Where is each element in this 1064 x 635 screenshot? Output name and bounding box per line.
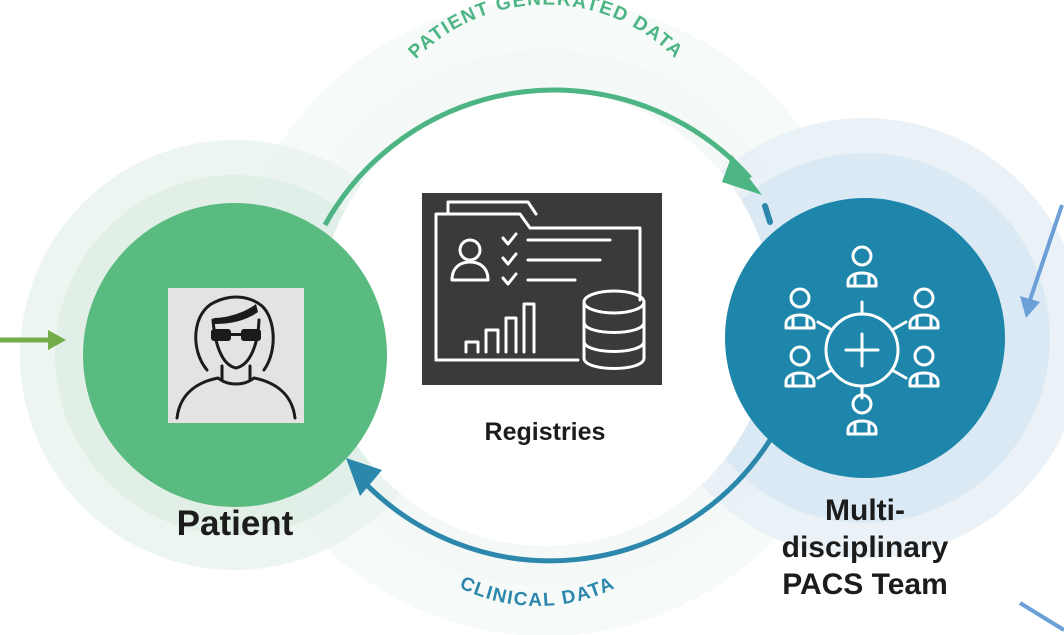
woman-with-glasses-icon — [168, 288, 304, 423]
registries-label: Registries — [484, 418, 606, 446]
team-label: Multi- disciplinary PACS Team — [745, 492, 985, 603]
registry-database-icon — [434, 200, 646, 370]
incoming-blue-arrow-top — [1020, 204, 1064, 318]
patient-label: Patient — [176, 504, 294, 543]
outgoing-blue-arrow-bottom — [1018, 601, 1064, 632]
team-label-line-2: disciplinary — [781, 531, 949, 564]
patient-generated-data-arrow — [322, 87, 762, 227]
team-label-line-1: Multi- — [825, 494, 905, 527]
team-label-line-3: PACS Team — [782, 568, 948, 601]
registries-node — [422, 193, 662, 385]
incoming-green-arrow — [0, 330, 66, 350]
team-node — [725, 198, 1005, 478]
team-network-icon — [784, 245, 940, 436]
clinical-data-arrow — [346, 438, 773, 564]
patient-node — [83, 203, 387, 507]
